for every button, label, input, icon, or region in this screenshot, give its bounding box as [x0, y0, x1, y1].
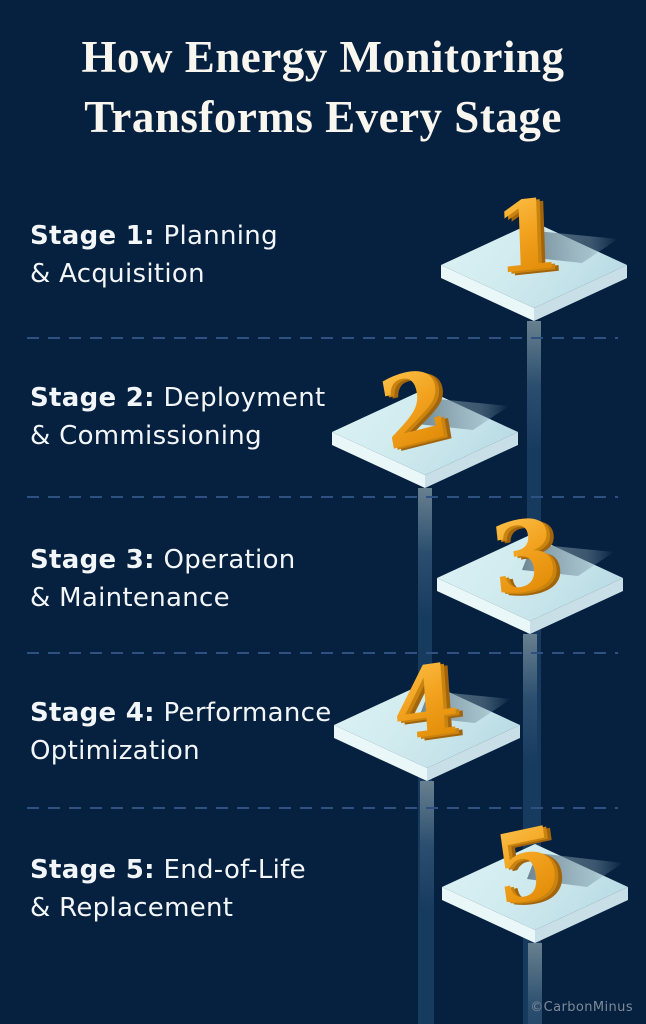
platform-stage-4: 4 4 4: [334, 641, 520, 1024]
platform-left-face: [332, 432, 425, 488]
stage-4-line1: Stage 4: Performance: [30, 694, 332, 732]
stage-5-line1: Stage 5: End-of-Life: [30, 851, 306, 889]
stage-5-prefix: Stage 5:: [30, 855, 155, 885]
page-title: How Energy Monitoring Transforms Every S…: [0, 27, 646, 147]
digit-shadow: [417, 398, 509, 430]
stage-4-prefix: Stage 4:: [30, 698, 155, 728]
platform-stage-1: 1 1 1: [441, 176, 627, 1024]
digit-face: 1: [492, 176, 562, 296]
stage-1-line2: & Acquisition: [30, 259, 205, 289]
stage-5-label: Stage 5: End-of-Life & Replacement: [30, 851, 306, 927]
digit-shadow: [526, 231, 618, 263]
digit-extrusion: 1: [495, 178, 565, 298]
stage-3-line1: Stage 3: Operation: [30, 541, 296, 579]
page-title-line1: How Energy Monitoring: [81, 32, 565, 82]
page-title-line2: Transforms Every Stage: [84, 92, 562, 142]
digit-shadow: [419, 691, 511, 723]
platform-left-face: [334, 725, 427, 781]
separator-line: [27, 337, 618, 339]
digit-3d-5: 5 5 5: [487, 803, 575, 931]
stage-2-prefix: Stage 2:: [30, 383, 155, 413]
platform-right-face: [530, 578, 623, 634]
digit-shadow: [522, 544, 614, 576]
digit-extrusion: 3: [493, 497, 571, 621]
stage-4-title: Performance: [163, 698, 332, 728]
stage-3-title: Operation: [163, 545, 296, 575]
platform-left-face: [437, 578, 530, 634]
separator-line: [27, 652, 618, 654]
digit-3d-4: 4 4 4: [389, 641, 470, 766]
digit-extrusion: 3: [489, 496, 567, 620]
digit-extrusion: 5: [490, 804, 571, 930]
digit-face: 4: [389, 641, 463, 763]
stage-2-line2: & Commissioning: [30, 421, 262, 451]
stage-1-line1: Stage 1: Planning: [30, 217, 278, 255]
stage-3-label: Stage 3: Operation & Maintenance: [30, 541, 296, 617]
digit-extrusion: 5: [494, 805, 575, 931]
stage-1-label: Stage 1: Planning & Acquisition: [30, 217, 278, 293]
digit-3d-1: 1 1 1: [492, 176, 569, 300]
watermark: ©CarbonMinus: [530, 1000, 633, 1015]
pillar-stage-4: [420, 781, 434, 1024]
digit-extrusion: 1: [499, 180, 569, 300]
stage-5-title: End-of-Life: [163, 855, 306, 885]
platform-right-face: [534, 265, 627, 321]
stage-4-label: Stage 4: Performance Optimization: [30, 694, 332, 770]
platform-right-face: [535, 887, 628, 943]
stage-1-prefix: Stage 1:: [30, 221, 155, 251]
stage-2-line1: Stage 2: Deployment: [30, 379, 326, 417]
separator-line: [27, 807, 618, 809]
stage-4-line2: Optimization: [30, 736, 200, 766]
stage-2-label: Stage 2: Deployment & Commissioning: [30, 379, 326, 455]
platform-left-face: [441, 265, 534, 321]
platform-stage-5: 5 5 5: [442, 803, 628, 1024]
pillar-stage-5: [528, 943, 542, 1024]
digit-extrusion: 4: [396, 644, 470, 766]
stage-3-prefix: Stage 3:: [30, 545, 155, 575]
digit-face: 3: [486, 495, 564, 619]
stage-5-line2: & Replacement: [30, 893, 234, 923]
platform-right-face: [425, 432, 518, 488]
platform-right-face: [427, 725, 520, 781]
stage-3-line2: & Maintenance: [30, 583, 230, 613]
digit-3d-3: 3 3 3: [486, 495, 571, 622]
stage-1-title: Planning: [163, 221, 278, 251]
digit-face: 5: [487, 803, 568, 929]
digit-shadow: [527, 853, 623, 887]
separator-line: [27, 496, 618, 498]
platform-left-face: [442, 887, 535, 943]
digit-extrusion: 4: [392, 643, 466, 765]
stage-2-title: Deployment: [163, 383, 326, 413]
